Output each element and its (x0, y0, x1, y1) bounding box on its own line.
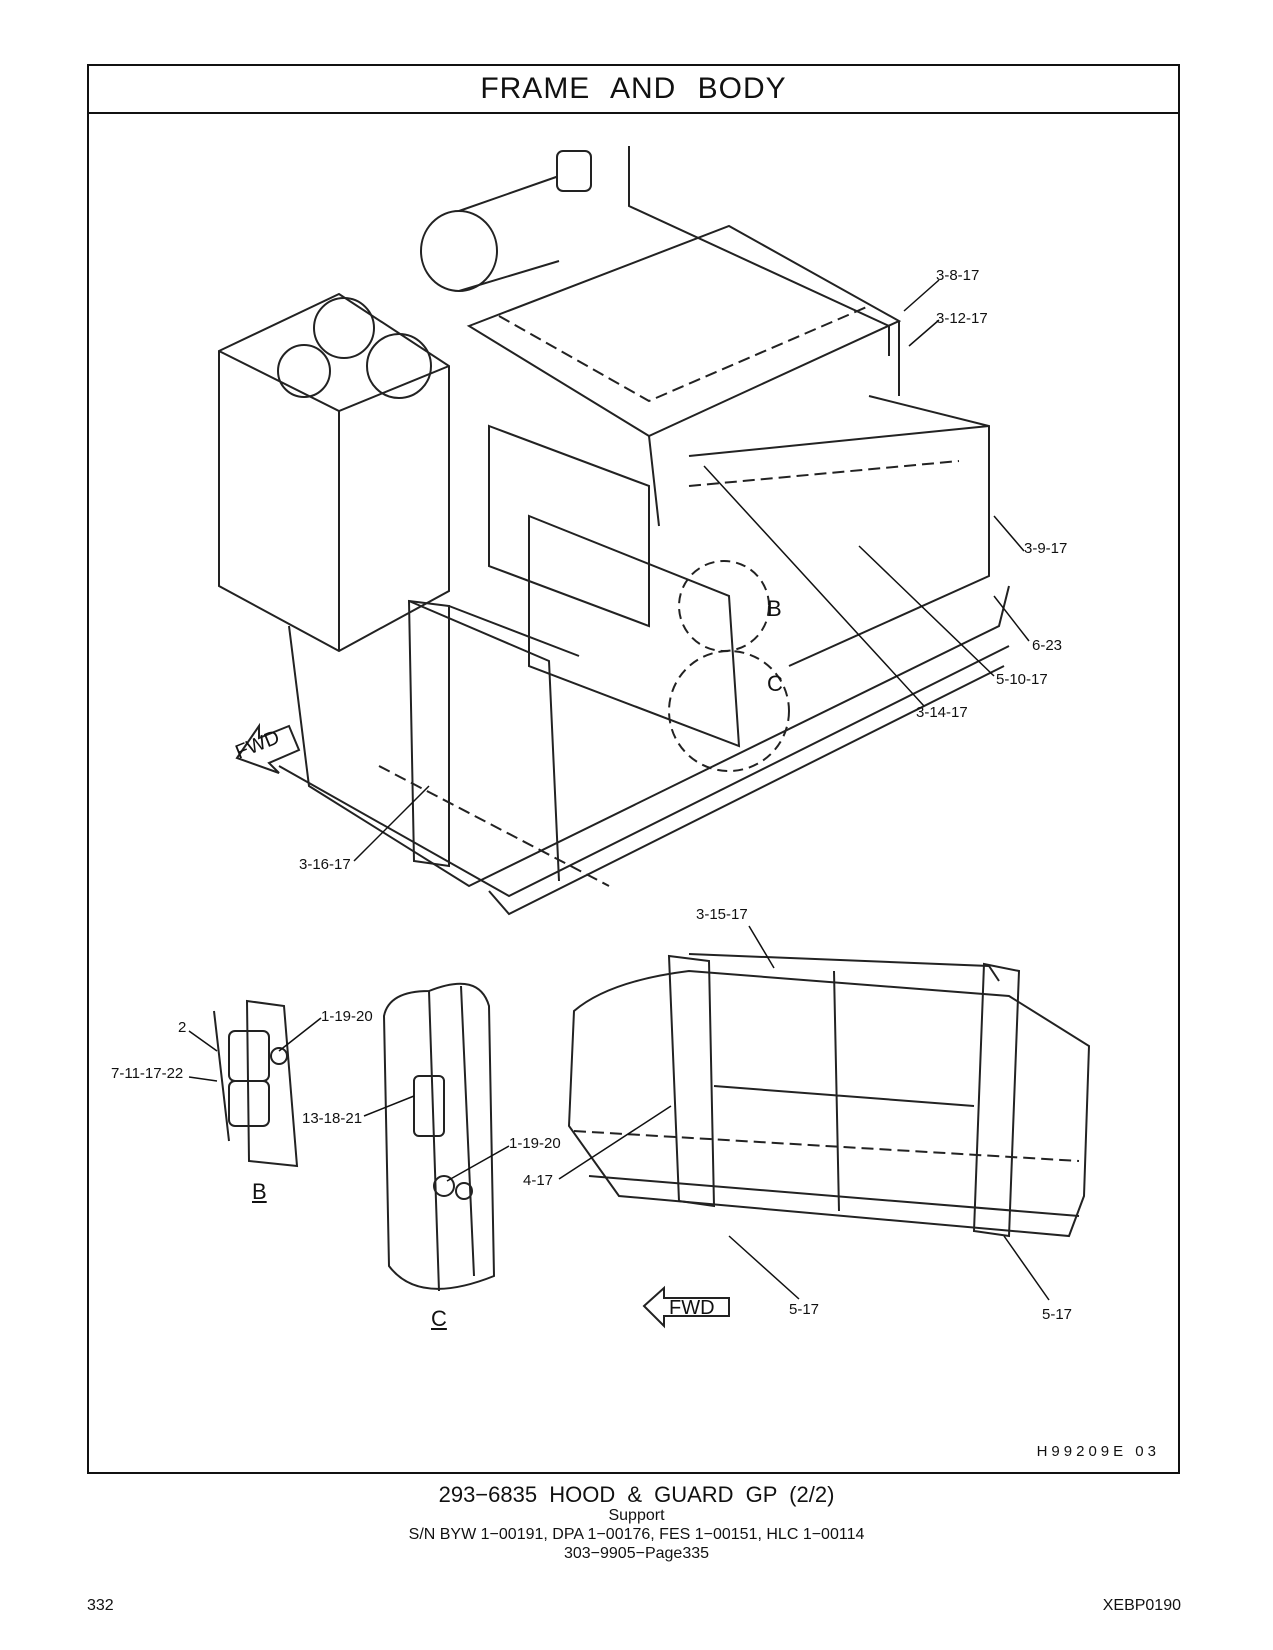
callout-label: 13-18-21 (302, 1110, 363, 1127)
drawing-id: H99209E 03 (1036, 1443, 1160, 1460)
callout-label: 3-12-17 (936, 310, 988, 327)
page-title: FRAME AND BODY (480, 72, 787, 105)
detail-c-label: C (431, 1306, 447, 1331)
tank-outline (218, 292, 450, 653)
title-bar: FRAME AND BODY (89, 66, 1178, 114)
group-subtitle: Support (608, 1507, 665, 1524)
callout-label: 3-8-17 (936, 267, 980, 284)
page-reference: 303−9905−Page335 (563, 1545, 710, 1562)
group-title: 293−6835 HOOD & GUARD GP (2/2) (438, 1482, 835, 1507)
view-letter-b: B (767, 596, 782, 621)
callout-label: 3-14-17 (916, 704, 968, 721)
callout-label: 6-23 (1032, 637, 1063, 654)
parts-illustration (188, 146, 1091, 1329)
callout-label: 1-19-20 (509, 1135, 561, 1152)
callout-label: 5-17 (1042, 1306, 1073, 1323)
callout-label: 7-11-17-22 (111, 1065, 184, 1082)
fwd-arrow-detail (642, 1285, 730, 1329)
callout-label: 3-9-17 (1024, 540, 1068, 557)
view-letter-c: C (767, 671, 783, 696)
fwd-label-detail: FWD (669, 1297, 715, 1319)
callout-label: 3-15-17 (696, 906, 748, 923)
callout-label: 5-10-17 (996, 671, 1048, 688)
drawing-frame: FRAME AND BODY (87, 64, 1180, 1474)
detail-b-label: B (252, 1179, 267, 1204)
page-number: 332 (87, 1597, 114, 1614)
document-code: XEBP0190 (1102, 1597, 1181, 1614)
callout-label: 2 (178, 1019, 187, 1036)
fwd-arrow-main (235, 722, 301, 774)
serial-numbers: S/N BYW 1−00191, DPA 1−00176, FES 1−0015… (408, 1526, 865, 1543)
callout-label: 5-17 (789, 1301, 820, 1318)
callout-label: 3-16-17 (299, 856, 351, 873)
callout-label: 1-19-20 (321, 1008, 373, 1025)
callout-label: 4-17 (523, 1172, 554, 1189)
